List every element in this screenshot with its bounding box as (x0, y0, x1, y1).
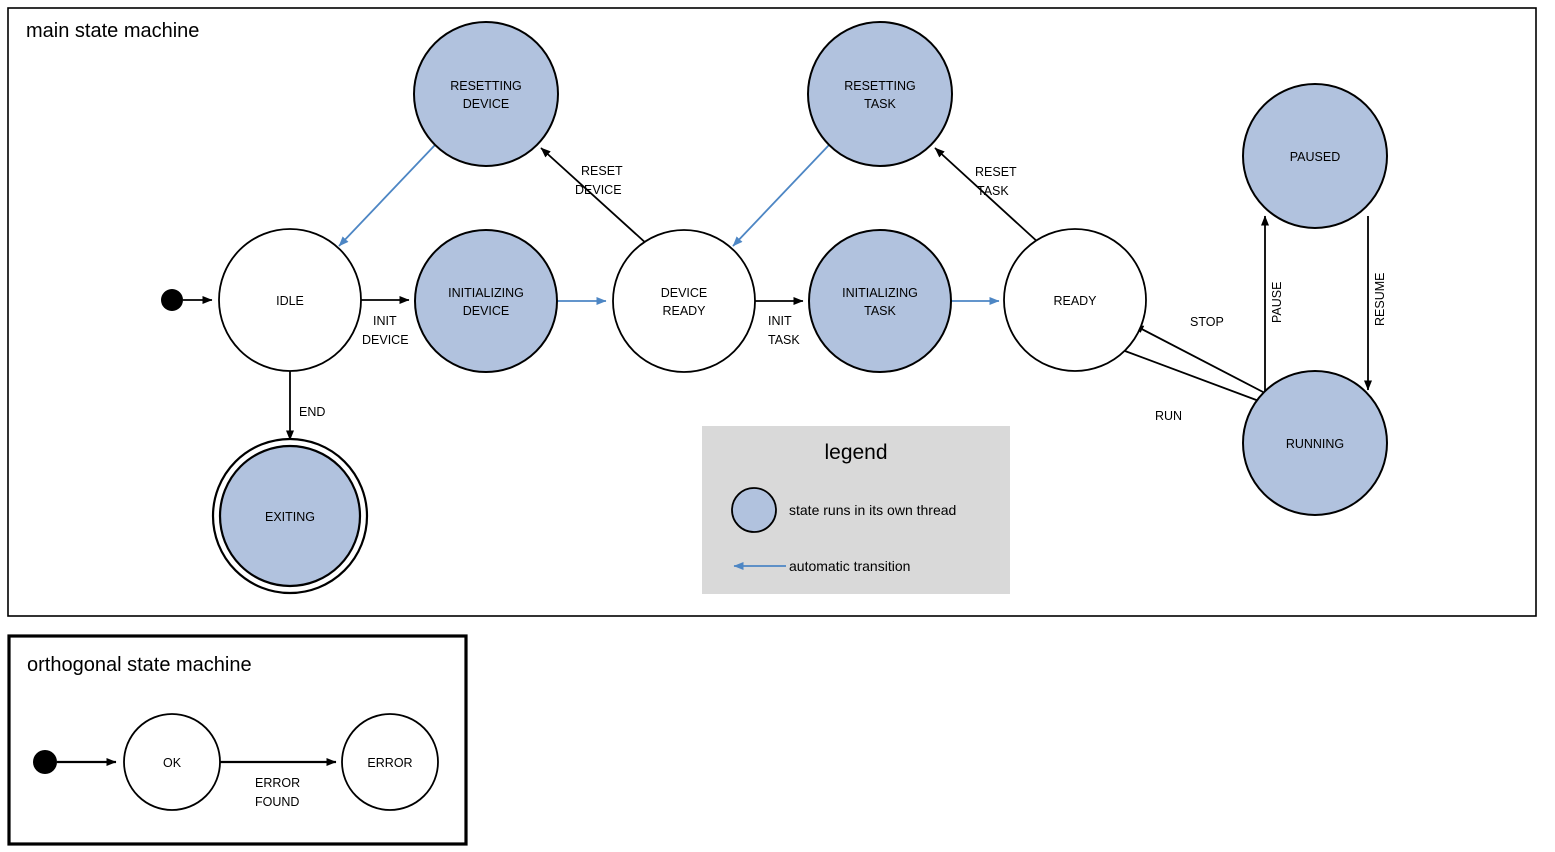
transition-label-run: RUN (1155, 409, 1182, 423)
state-label-initializing-task-line1: INITIALIZING (842, 286, 918, 300)
transition-label-init-task-line2: TASK (768, 333, 800, 347)
transition-idle-init-device: INIT DEVICE (361, 296, 410, 347)
state-node-exiting[interactable]: EXITING (211, 437, 369, 595)
transition-label-end: END (299, 405, 325, 419)
state-label-resetting-task-line2: TASK (864, 97, 896, 111)
state-node-paused[interactable]: PAUSED (1242, 83, 1388, 229)
transition-ok-error-found: ERROR FOUND (220, 758, 337, 809)
legend-item-label-thread: state runs in its own thread (789, 502, 956, 518)
transition-resetting-device-to-idle (338, 144, 436, 247)
state-label-ok: OK (163, 756, 182, 770)
transition-device-ready-reset-device: RESET DEVICE (540, 147, 649, 246)
main-frame-title: main state machine (26, 20, 199, 42)
state-label-initializing-device-line2: DEVICE (463, 304, 510, 318)
transition-label-init-device-line1: INIT (373, 314, 397, 328)
state-node-ok[interactable]: OK (123, 713, 221, 811)
transition-label-reset-device-line1: RESET (581, 164, 623, 178)
state-node-idle[interactable]: IDLE (218, 228, 362, 372)
transition-label-init-device-line2: DEVICE (362, 333, 409, 347)
transition-paused-resume-running: RESUME (1364, 216, 1387, 391)
state-label-ready: READY (1053, 294, 1097, 308)
state-label-paused: PAUSED (1290, 150, 1340, 164)
state-node-running[interactable]: RUNNING (1242, 370, 1388, 516)
transition-label-resume: RESUME (1373, 273, 1387, 326)
state-label-idle: IDLE (276, 294, 304, 308)
transition-label-error-line1: ERROR (255, 776, 300, 790)
legend-item-automatic-transition: automatic transition (733, 558, 910, 574)
transition-ready-reset-task: RESET TASK (934, 147, 1041, 245)
transition-label-reset-task-line2: TASK (977, 184, 1009, 198)
transition-label-reset-task-line1: RESET (975, 165, 1017, 179)
state-label-device-ready-line1: DEVICE (661, 286, 708, 300)
initial-state-marker (161, 289, 183, 311)
state-node-resetting-task[interactable]: RESETTING TASK (807, 21, 953, 167)
state-label-initializing-device-line1: INITIALIZING (448, 286, 524, 300)
state-label-running: RUNNING (1286, 437, 1344, 451)
state-label-initializing-task-line2: TASK (864, 304, 896, 318)
legend-item-thread-state: state runs in its own thread (731, 487, 956, 533)
legend: legend state runs in its own thread auto… (702, 426, 1010, 594)
state-node-error[interactable]: ERROR (341, 713, 439, 811)
state-label-error: ERROR (367, 756, 412, 770)
transition-label-pause: PAUSE (1270, 282, 1284, 323)
state-label-device-ready-line2: READY (662, 304, 706, 318)
transition-device-ready-init-task: INIT TASK (755, 297, 804, 347)
state-node-device-ready[interactable]: DEVICE READY (612, 229, 756, 373)
state-label-exiting: EXITING (265, 510, 315, 524)
orthogonal-frame-title: orthogonal state machine (27, 654, 252, 676)
transition-ready-run-running: RUN (1124, 350, 1268, 423)
legend-item-label-auto: automatic transition (789, 558, 910, 574)
transition-label-error-line2: FOUND (255, 795, 299, 809)
state-node-resetting-device[interactable]: RESETTING DEVICE (413, 21, 559, 167)
legend-thread-state-swatch-icon (731, 487, 777, 533)
state-label-resetting-device-line2: DEVICE (463, 97, 510, 111)
transition-running-stop-ready: STOP (1133, 315, 1264, 393)
transition-idle-end-exiting: END (286, 371, 325, 441)
transition-label-reset-device-line2: DEVICE (575, 183, 622, 197)
transition-label-init-task-line1: INIT (768, 314, 792, 328)
state-node-initializing-device[interactable]: INITIALIZING DEVICE (414, 229, 558, 373)
state-label-resetting-device-line1: RESETTING (450, 79, 522, 93)
transition-running-pause-paused: PAUSE (1261, 215, 1284, 395)
transition-resetting-task-to-device-ready (732, 144, 830, 247)
legend-title: legend (824, 441, 887, 464)
orthogonal-initial-state-marker (33, 750, 57, 774)
transition-label-stop: STOP (1190, 315, 1224, 329)
state-node-ready[interactable]: READY (1003, 228, 1147, 372)
state-node-initializing-task[interactable]: INITIALIZING TASK (808, 229, 952, 373)
state-label-resetting-task-line1: RESETTING (844, 79, 916, 93)
